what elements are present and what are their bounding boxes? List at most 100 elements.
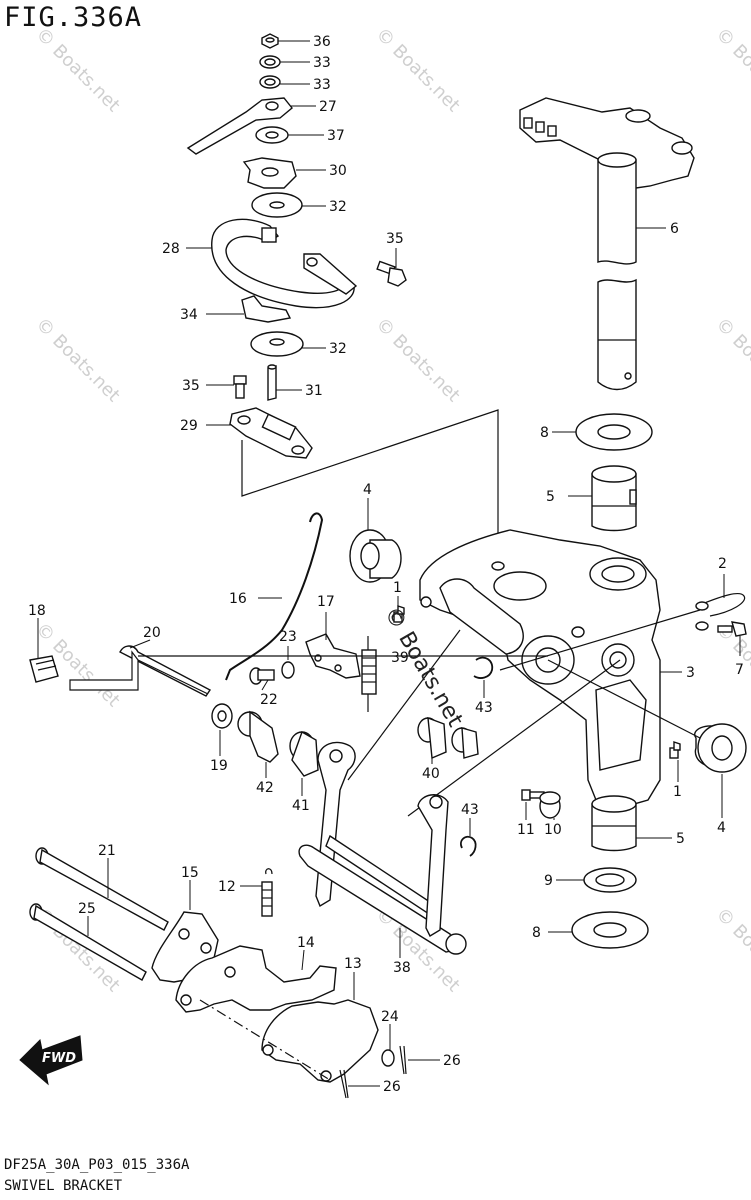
swivel-bracket-3 bbox=[419, 529, 661, 809]
callout-number: 4 bbox=[717, 820, 726, 836]
watermark: © Boats.net bbox=[371, 314, 463, 406]
clamp-bracket-13 bbox=[199, 999, 379, 1083]
bolt-7 bbox=[717, 621, 747, 637]
callout-number: 36 bbox=[313, 34, 331, 50]
bracket-34 bbox=[241, 295, 292, 323]
bolt-35-upper bbox=[376, 260, 407, 287]
callout-number: 4 bbox=[363, 482, 372, 498]
rod-20 bbox=[69, 645, 212, 697]
link-assembly-38 bbox=[298, 741, 467, 955]
bushing-19 bbox=[211, 703, 233, 729]
clip-2 bbox=[695, 592, 746, 631]
fwd-label: FWD bbox=[42, 1051, 76, 1066]
callout-number: 8 bbox=[540, 425, 549, 441]
callout-number: 5 bbox=[546, 489, 555, 505]
callout-number: 9 bbox=[544, 873, 553, 889]
callout-number: 43 bbox=[461, 802, 479, 818]
watermark: © Boats.net bbox=[711, 24, 751, 116]
callout-number: 26 bbox=[383, 1079, 401, 1095]
washer-9 bbox=[583, 867, 637, 893]
callout-number: 7 bbox=[735, 662, 744, 678]
callout-number: 2 bbox=[718, 556, 727, 572]
callout-number: 43 bbox=[475, 700, 493, 716]
washer-8-upper bbox=[575, 413, 653, 451]
clip-43-lower bbox=[460, 835, 477, 857]
stopper-10 bbox=[539, 791, 561, 819]
callout-number: 23 bbox=[279, 629, 297, 645]
callout-number: 39 bbox=[391, 650, 409, 666]
collar-23 bbox=[281, 661, 295, 679]
center-watermark: © Boats.net bbox=[379, 603, 468, 732]
washer-24 bbox=[381, 1049, 395, 1067]
callout-number: 10 bbox=[544, 822, 562, 838]
callout-number: 40 bbox=[422, 766, 440, 782]
callout-number: 13 bbox=[344, 956, 362, 972]
callout-number: 5 bbox=[676, 831, 685, 847]
callout-number: 32 bbox=[329, 199, 347, 215]
callout-numbers: 36 33 33 27 37 30 32 28 35 34 32 35 31 2… bbox=[28, 34, 744, 1095]
callout-number: 33 bbox=[313, 55, 331, 71]
watermark: © Boats.net bbox=[31, 24, 123, 116]
callout-number: 42 bbox=[256, 780, 274, 796]
callout-number: 22 bbox=[260, 692, 278, 708]
callout-number: 17 bbox=[317, 594, 335, 610]
pin-31 bbox=[267, 364, 277, 401]
watermark: © Boats.net bbox=[31, 314, 123, 406]
watermark: © Boats.net bbox=[711, 314, 751, 406]
callout-number: 27 bbox=[319, 99, 337, 115]
washer-8-lower bbox=[571, 911, 649, 949]
figure-name: SWIVEL BRACKET bbox=[4, 1178, 123, 1194]
washer-32-lower bbox=[250, 331, 304, 357]
grease-fitting-1-upper bbox=[393, 605, 405, 623]
callout-number: 11 bbox=[517, 822, 535, 838]
callout-number: 28 bbox=[162, 241, 180, 257]
watermark: © Boats.net bbox=[711, 904, 751, 996]
callout-number: 26 bbox=[443, 1053, 461, 1069]
callout-number: 6 bbox=[670, 221, 679, 237]
callout-number: 18 bbox=[28, 603, 46, 619]
bolt-35-lower bbox=[233, 375, 247, 399]
callout-number: 30 bbox=[329, 163, 347, 179]
figure-title: FIG.336A bbox=[4, 2, 143, 33]
callout-number: 29 bbox=[180, 418, 198, 434]
callout-number: 37 bbox=[327, 128, 345, 144]
callout-number: 21 bbox=[98, 843, 116, 859]
clamp-bracket-14 bbox=[175, 945, 337, 1013]
callout-number: 34 bbox=[180, 307, 198, 323]
spring-12 bbox=[261, 868, 273, 917]
steering-shaft-6 bbox=[519, 97, 695, 391]
bushing-41 bbox=[289, 730, 319, 777]
bushing-40 bbox=[417, 716, 479, 760]
upper-stack-parts bbox=[186, 33, 303, 218]
figure-code: DF25A_30A_P03_015_336A bbox=[4, 1157, 190, 1173]
callout-number: 1 bbox=[393, 580, 402, 596]
callout-number: 19 bbox=[210, 758, 228, 774]
cotter-pin-26-bottom bbox=[339, 1069, 349, 1099]
callout-number: 41 bbox=[292, 798, 310, 814]
bolt-22 bbox=[249, 667, 275, 685]
callout-number: 32 bbox=[329, 341, 347, 357]
knob-18 bbox=[29, 655, 59, 683]
grease-fitting-1-lower bbox=[669, 741, 681, 759]
collar-4-right bbox=[694, 723, 747, 773]
plate-29 bbox=[229, 407, 313, 459]
rod-21 bbox=[35, 847, 169, 931]
tilt-handle-28 bbox=[211, 218, 358, 309]
assembly-lines bbox=[138, 609, 701, 817]
callout-number: 31 bbox=[305, 383, 323, 399]
collar-4-left bbox=[349, 529, 402, 583]
callout-number: 35 bbox=[182, 378, 200, 394]
bushing-5-upper bbox=[591, 465, 637, 532]
callout-leaders bbox=[37, 40, 741, 1087]
callout-number: 14 bbox=[297, 935, 315, 951]
bushing-5-lower bbox=[591, 795, 637, 852]
callout-number: 12 bbox=[218, 879, 236, 895]
callout-number: 33 bbox=[313, 77, 331, 93]
callout-number: 20 bbox=[143, 625, 161, 641]
callout-number: 8 bbox=[532, 925, 541, 941]
callout-number: 25 bbox=[78, 901, 96, 917]
spring-39 bbox=[361, 636, 377, 712]
callout-number: 1 bbox=[673, 784, 682, 800]
assembly-line bbox=[241, 409, 499, 560]
